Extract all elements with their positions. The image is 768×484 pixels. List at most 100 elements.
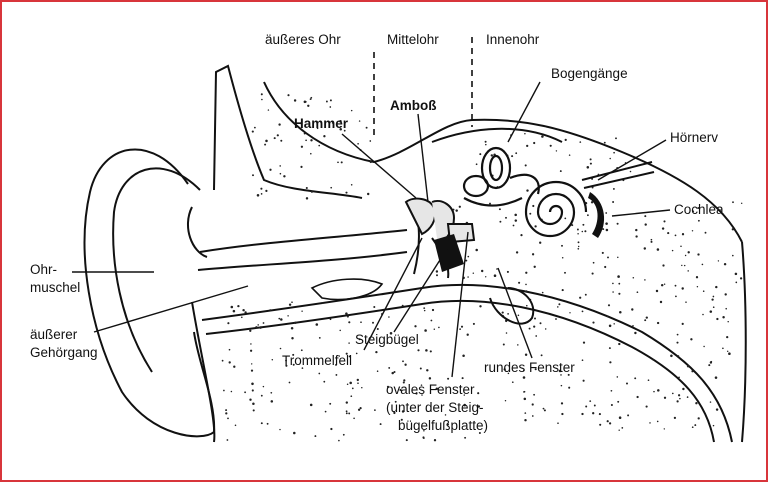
stipple-dot	[564, 138, 567, 142]
stipple-dot	[650, 238, 653, 241]
stipple-dot	[422, 437, 425, 439]
stipple-dot	[293, 99, 297, 102]
stipple-dot	[732, 201, 734, 204]
stipple-dot	[712, 306, 715, 309]
stipple-dot	[667, 232, 670, 235]
stipple-dot	[386, 385, 390, 388]
stipple-dot	[702, 290, 705, 292]
hammer-shape	[404, 197, 436, 236]
stipple-dot	[577, 241, 580, 244]
stipple-dot	[722, 316, 725, 319]
stipple-dot	[559, 170, 562, 173]
stipple-dot	[684, 254, 687, 257]
label-ohrmuschel-line1: Ohr-	[30, 262, 57, 277]
label-ohrmuschel-line2: muschel	[30, 280, 81, 295]
stipple-dot	[589, 162, 592, 165]
stipple-dot	[612, 201, 615, 203]
stipple-dot	[691, 370, 694, 373]
stipple-dot	[225, 412, 228, 415]
stipple-dot	[610, 389, 613, 392]
stipple-dot	[357, 408, 361, 411]
stipple-dot	[237, 304, 240, 308]
stipple-dot	[316, 127, 319, 130]
stipple-dot	[433, 328, 436, 330]
stipple-dot	[627, 414, 630, 417]
stipple-dot	[607, 304, 611, 307]
stipple-dot	[270, 400, 274, 403]
stipple-dot	[589, 400, 592, 402]
stipple-dot	[577, 245, 580, 248]
stipple-dot	[428, 377, 432, 380]
stipple-dot	[435, 387, 439, 391]
stipple-dot	[543, 409, 546, 412]
label-ovales-fenster-line3: bügelfußplatte)	[398, 418, 489, 433]
stipple-dot	[323, 380, 326, 383]
stipple-dot	[647, 379, 650, 382]
stipple-dot	[376, 370, 379, 372]
stipple-dot	[531, 415, 534, 417]
stipple-dot	[466, 333, 469, 336]
stipple-dot	[613, 323, 615, 325]
stipple-dot	[420, 384, 423, 386]
stipple-dot	[250, 343, 252, 345]
stipple-dot	[269, 309, 272, 311]
stipple-dot	[697, 417, 700, 420]
stipple-dot	[402, 381, 405, 384]
stipple-dot	[318, 144, 321, 147]
stipple-dot	[681, 264, 683, 267]
stipple-dot	[612, 291, 614, 293]
section-label-inner-ear: Innenohr	[486, 32, 540, 47]
stipple-dot	[358, 120, 361, 122]
stipple-dot	[300, 145, 304, 148]
stipple-dot	[612, 187, 615, 190]
stipple-dot	[618, 429, 620, 431]
stipple-dot	[695, 276, 699, 279]
stipple-dot	[369, 140, 372, 142]
stipple-dot	[429, 350, 432, 353]
stipple-dot	[503, 368, 506, 371]
stipple-dot	[644, 215, 647, 218]
stipple-dot	[618, 292, 621, 295]
stipple-dot	[629, 170, 632, 173]
stipple-dot	[601, 251, 604, 254]
section-dividers	[373, 37, 473, 137]
stipple-dot	[324, 410, 327, 413]
stipple-dot	[555, 150, 558, 152]
label-rundes-fenster: rundes Fenster	[484, 360, 575, 375]
stipple-dot	[270, 391, 273, 394]
stipple-dot	[507, 313, 509, 315]
stipple-dot	[346, 315, 349, 318]
stipple-dot	[287, 315, 289, 317]
stipple-dot	[592, 321, 595, 324]
stipple-dot	[337, 161, 339, 164]
stipple-dot	[680, 245, 682, 247]
stipple-dot	[617, 400, 620, 403]
stipple-dot	[255, 326, 258, 329]
stipple-dot	[504, 399, 507, 402]
stipple-dot	[403, 379, 406, 382]
stipple-dot	[288, 303, 292, 306]
stipple-dot	[404, 363, 407, 366]
label-cochlea: Cochlea	[674, 202, 724, 217]
stipple-dot	[697, 219, 700, 222]
stipple-dot	[300, 165, 303, 168]
stipple-dot	[329, 106, 332, 108]
stipple-dot	[490, 154, 493, 157]
stipple-dot	[350, 184, 353, 186]
stipple-dot	[579, 141, 582, 143]
stipple-dot	[534, 225, 537, 228]
stipple-dot	[618, 416, 622, 419]
stipple-dot	[310, 139, 313, 142]
stipple-dot	[315, 323, 319, 326]
middle-ear-dark-region	[434, 234, 464, 272]
stipple-dot	[350, 395, 353, 398]
stipple-dot	[524, 164, 527, 167]
stipple-dot	[307, 104, 310, 107]
stipple-dot	[463, 403, 466, 407]
stipple-dot	[234, 424, 237, 427]
stipple-dot	[240, 316, 243, 319]
stipple-dot	[318, 372, 321, 375]
stipple-dot	[342, 433, 345, 436]
stipple-dot	[602, 228, 605, 231]
stipple-dot	[677, 355, 680, 357]
